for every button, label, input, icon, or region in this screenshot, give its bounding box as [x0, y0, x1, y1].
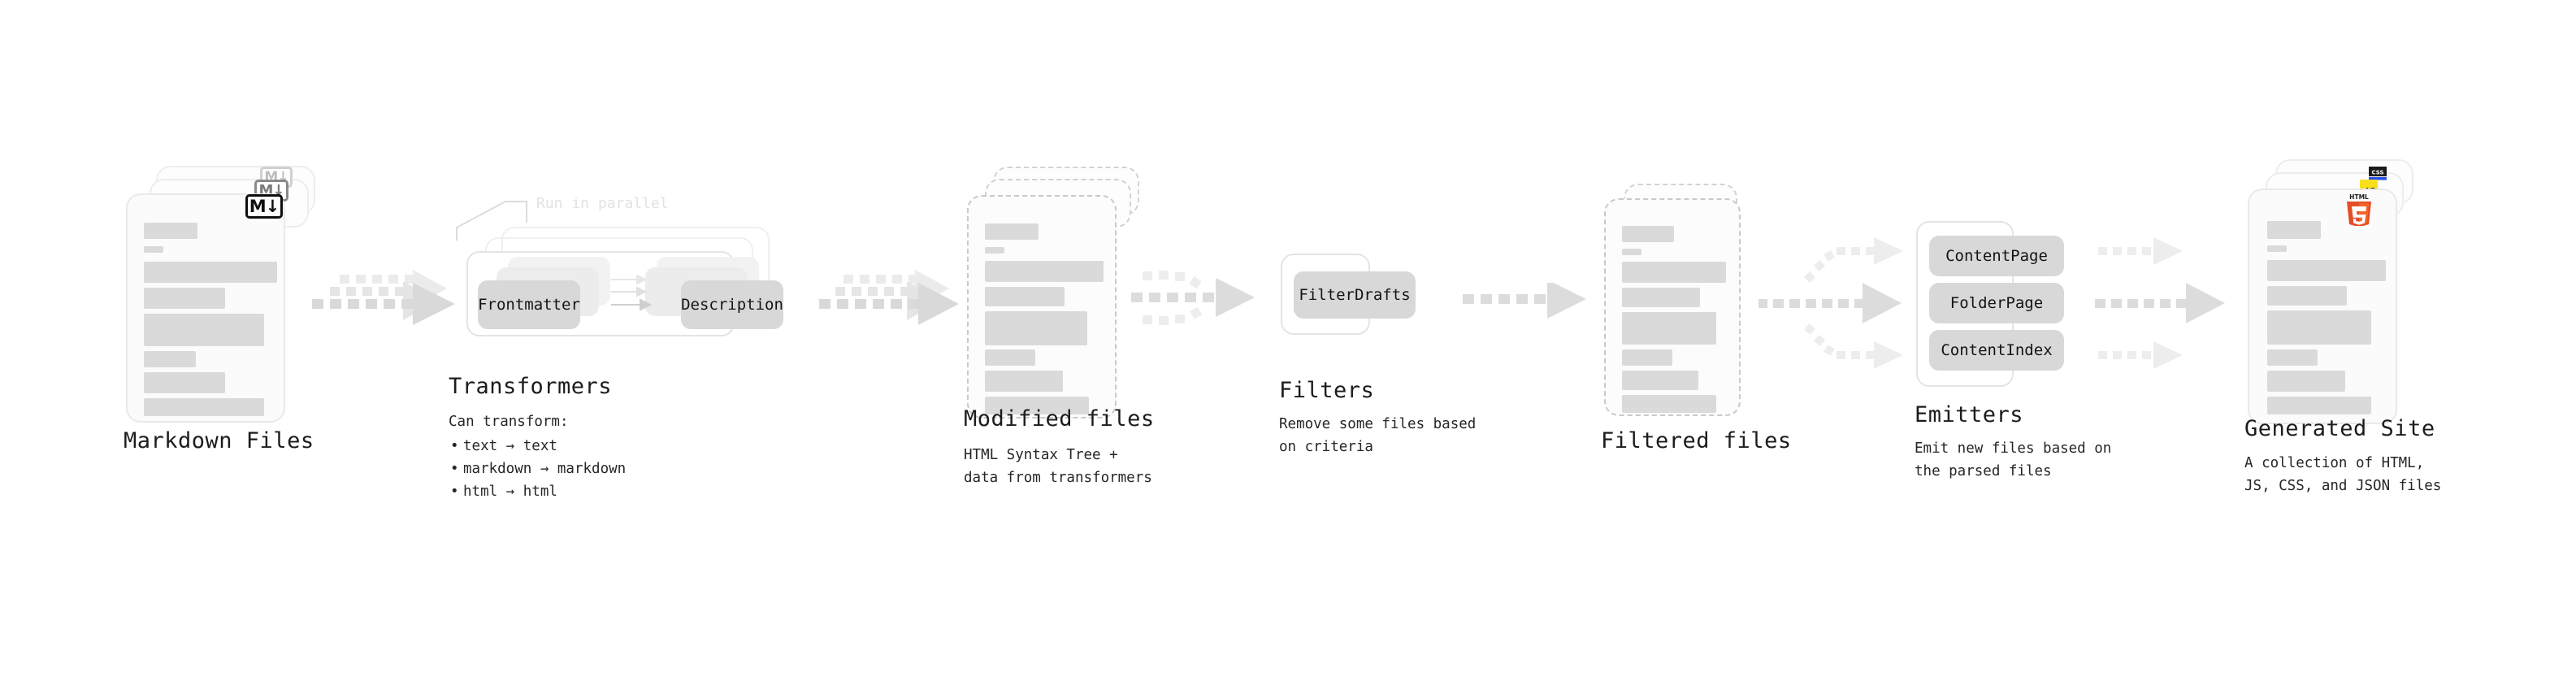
content-bar	[144, 223, 197, 239]
markdown-logo: M↓	[245, 194, 283, 219]
content-bar	[144, 372, 225, 393]
stage-label-filters: Filters	[1279, 378, 1375, 403]
stage-label-generated-site: Generated Site	[2244, 416, 2435, 441]
content-bar	[985, 223, 1039, 240]
generated-site-card	[2248, 189, 2397, 424]
css3-logo: CSS	[2369, 167, 2387, 180]
transformer-inner-arrows	[611, 275, 653, 311]
capability-item: text → text	[449, 435, 626, 458]
markdown-file-card	[126, 193, 285, 423]
content-bar	[985, 247, 1004, 254]
stage-label-filtered-files: Filtered files	[1601, 428, 1792, 453]
emitters-group-box: ContentPage FolderPage ContentIndex	[1916, 221, 2064, 387]
arrow-modified-to-filters	[1131, 271, 1255, 325]
emitters-description: Emit new files based on the parsed files	[1915, 440, 2112, 479]
stage-label-emitters: Emitters	[1915, 402, 2024, 427]
content-bar	[2267, 397, 2371, 414]
content-bar	[144, 288, 225, 309]
content-bar	[1622, 312, 1716, 345]
capability-item: markdown → markdown	[449, 458, 626, 480]
transformers-capabilities: Can transform: text → text markdown → ma…	[449, 410, 626, 503]
content-bar	[1622, 226, 1674, 242]
content-bar	[985, 287, 1065, 306]
filtered-file-card	[1604, 198, 1741, 416]
emitter-chip-folderpage[interactable]: FolderPage	[1929, 283, 2064, 323]
transformer-chip-frontmatter[interactable]: Frontmatter	[478, 280, 580, 329]
content-bar	[2267, 245, 2287, 252]
content-bar	[985, 371, 1063, 392]
filters-description: Remove some files based on criteria	[1279, 416, 1477, 455]
content-bar	[144, 246, 163, 253]
content-bar	[1622, 371, 1698, 390]
content-bar	[2267, 260, 2386, 281]
content-bar	[1622, 349, 1672, 366]
stage-label-markdown-files: Markdown Files	[124, 428, 314, 453]
content-bar	[144, 314, 264, 346]
content-bar	[1622, 262, 1726, 283]
arrow-markdown-to-transformers	[312, 270, 455, 325]
capabilities-label: Can transform:	[449, 414, 569, 430]
generated-site-description: A collection of HTML, JS, CSS, and JSON …	[2244, 455, 2442, 494]
svg-text:CSS: CSS	[2371, 170, 2383, 176]
content-bar	[2267, 221, 2321, 239]
content-bar	[144, 351, 196, 367]
emitter-chip-contentpage[interactable]: ContentPage	[1929, 236, 2064, 276]
content-bar	[2267, 371, 2345, 392]
parallel-callout-line	[456, 201, 527, 241]
stage-label-transformers: Transformers	[449, 374, 613, 399]
content-bar	[985, 349, 1035, 366]
content-bar	[1622, 288, 1700, 307]
content-bar	[1622, 395, 1716, 413]
content-bar	[144, 398, 264, 416]
parallel-note: Run in parallel	[536, 195, 669, 212]
arrow-filters-to-filtered	[1463, 283, 1586, 319]
arrow-filtered-to-emitters	[1759, 237, 1903, 369]
arrow-transformers-to-modified	[819, 270, 959, 325]
content-bar	[2267, 349, 2318, 366]
stage-label-modified-files: Modified files	[964, 406, 1155, 432]
content-bar	[985, 261, 1104, 282]
svg-text:HTML: HTML	[2349, 193, 2369, 201]
filters-group-box: FilterDrafts	[1281, 254, 1416, 335]
modified-file-card	[967, 195, 1117, 419]
transformer-chip-description[interactable]: Description	[681, 280, 783, 329]
arrow-emitters-to-site	[2095, 237, 2225, 369]
capability-item: html → html	[449, 480, 626, 503]
modified-files-description: HTML Syntax Tree + data from transformer…	[964, 447, 1152, 486]
emitter-chip-contentindex[interactable]: ContentIndex	[1929, 330, 2064, 371]
content-bar	[1622, 249, 1641, 255]
html5-logo: HTML	[2347, 193, 2371, 226]
filter-chip-filterdrafts[interactable]: FilterDrafts	[1294, 271, 1416, 319]
content-bar	[985, 397, 1089, 414]
content-bar	[144, 262, 277, 283]
capabilities-list: text → text markdown → markdown html → h…	[449, 435, 626, 503]
content-bar	[2267, 286, 2347, 306]
content-bar	[985, 311, 1087, 345]
content-bar	[2267, 310, 2371, 345]
